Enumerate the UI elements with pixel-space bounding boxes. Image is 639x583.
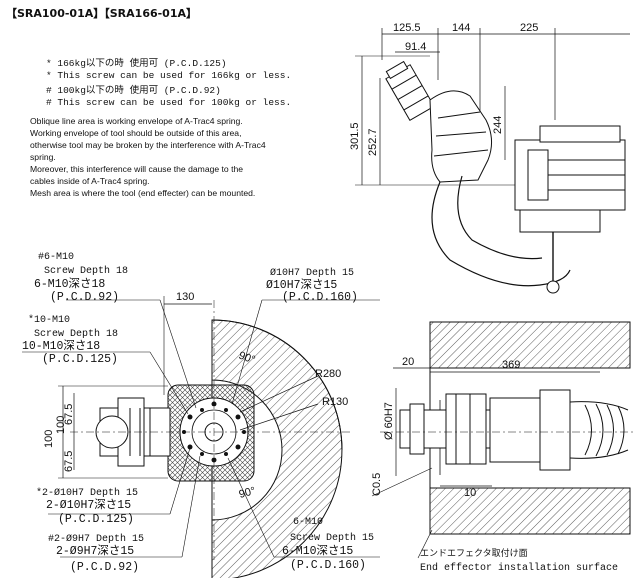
- note-para-7: Mesh area is where the tool (end effecte…: [30, 188, 255, 198]
- dim-c05: C0.5: [371, 473, 383, 496]
- dim-91-4: 91.4: [405, 41, 426, 53]
- dim-90-upper: 90°: [237, 350, 257, 367]
- surface-label-en: End effector installation surface: [420, 562, 618, 574]
- callout-2-9h7-jp: 2-Ø9H7深さ15: [56, 543, 134, 558]
- note-para-5: Moreover, this interference will cause t…: [30, 164, 243, 174]
- dim-130: 130: [176, 291, 194, 303]
- section-view-labels: 20 369 Ø 60H7 C0.5 10 エンドエフェクタ取付け面 End e…: [371, 356, 618, 574]
- sheet-title: 【SRA100-01A】【SRA166-01A】: [6, 7, 197, 20]
- callout-2-10h7-jp: 2-Ø10H7深さ15: [46, 497, 131, 512]
- dim-225: 225: [520, 22, 538, 34]
- dim-252-7: 252.7: [367, 128, 379, 156]
- callout-6m10-pcd: (P.C.D.92): [50, 291, 119, 304]
- note-para-1: Oblique line area is working envelope of…: [30, 116, 243, 126]
- flange-view-labels: 130 R280 R130 90° 90° 100 100 67.5 67.5 …: [22, 252, 374, 574]
- dim-r280: R280: [315, 368, 341, 380]
- dim-60h7: Ø 60H7: [383, 402, 395, 440]
- callout-6m10-jp: 6-M10深さ18: [34, 276, 105, 291]
- dim-125-5: 125.5: [393, 22, 421, 34]
- note-para-3: otherwise tool may be broken by the inte…: [30, 140, 266, 150]
- dim-369: 369: [502, 359, 520, 371]
- dim-301-5: 301.5: [349, 122, 361, 150]
- callout-10h7-title: Ø10H7 Depth 15: [270, 267, 354, 279]
- dim-100-inner: 100: [55, 416, 67, 434]
- callout-6m10b-pcd: (P.C.D.160): [290, 559, 366, 572]
- dim-90-lower: 90°: [238, 485, 257, 501]
- callout-10h7-pcd: (P.C.D.160): [282, 291, 358, 304]
- dim-244: 244: [492, 116, 504, 134]
- note-100-en: # This screw can be used for 100kg or le…: [46, 97, 291, 108]
- callout-10m10-pcd: (P.C.D.125): [42, 353, 118, 366]
- note-100-jp: # 100kg以下の時 使用可 (P.C.D.92): [46, 84, 221, 96]
- callout-10m10-jp: 10-M10深さ18: [22, 338, 100, 353]
- note-166-en: * This screw can be used for 166kg or le…: [46, 70, 291, 81]
- callout-2-10h7-pcd: (P.C.D.125): [58, 513, 134, 526]
- note-166-jp: * 166kg以下の時 使用可 (P.C.D.125): [46, 57, 227, 69]
- dim-20: 20: [402, 356, 414, 368]
- flange-view: [22, 296, 380, 581]
- callout-6m10b-title: 6-M10: [293, 517, 323, 528]
- callout-2-9h7-pcd: (P.C.D.92): [70, 561, 139, 574]
- dim-67-5-upper: 67.5: [63, 404, 75, 425]
- callout-2-10h7-title: *2-Ø10H7 Depth 15: [36, 487, 138, 499]
- dim-r130: R130: [322, 396, 348, 408]
- dim-144: 144: [452, 22, 470, 34]
- callout-10m10-title: *10-M10: [28, 314, 70, 326]
- side-view-dimensions: 125.5 144 225 91.4 301.5 252.7 244: [349, 22, 538, 156]
- dim-100-outer: 100: [43, 430, 55, 448]
- note-para-6: cables inside of A-Trac4 spring.: [30, 176, 150, 186]
- side-view-robot: [355, 28, 630, 294]
- callout-6m10b-depth: Screw Depth 15: [290, 532, 374, 544]
- callout-10m10-depth: Screw Depth 18: [34, 328, 118, 340]
- dim-67-5-lower: 67.5: [63, 451, 75, 472]
- surface-label-jp: エンドエフェクタ取付け面: [420, 548, 528, 558]
- callout-10h7-jp: Ø10H7深さ15: [266, 277, 337, 292]
- callout-6m10-depth: Screw Depth 18: [44, 265, 128, 277]
- notes-block: * 166kg以下の時 使用可 (P.C.D.125) * This screw…: [30, 57, 291, 198]
- callout-6m10b-jp: 6-M10深さ15: [282, 543, 353, 558]
- callout-2-9h7-title: #2-Ø9H7 Depth 15: [48, 533, 144, 545]
- dim-10: 10: [464, 487, 476, 499]
- section-view: [371, 321, 635, 559]
- callout-6m10-title: #6-M10: [38, 252, 74, 263]
- note-para-4: spring.: [30, 152, 56, 162]
- note-para-2: Working envelope of tool should be outsi…: [30, 128, 241, 138]
